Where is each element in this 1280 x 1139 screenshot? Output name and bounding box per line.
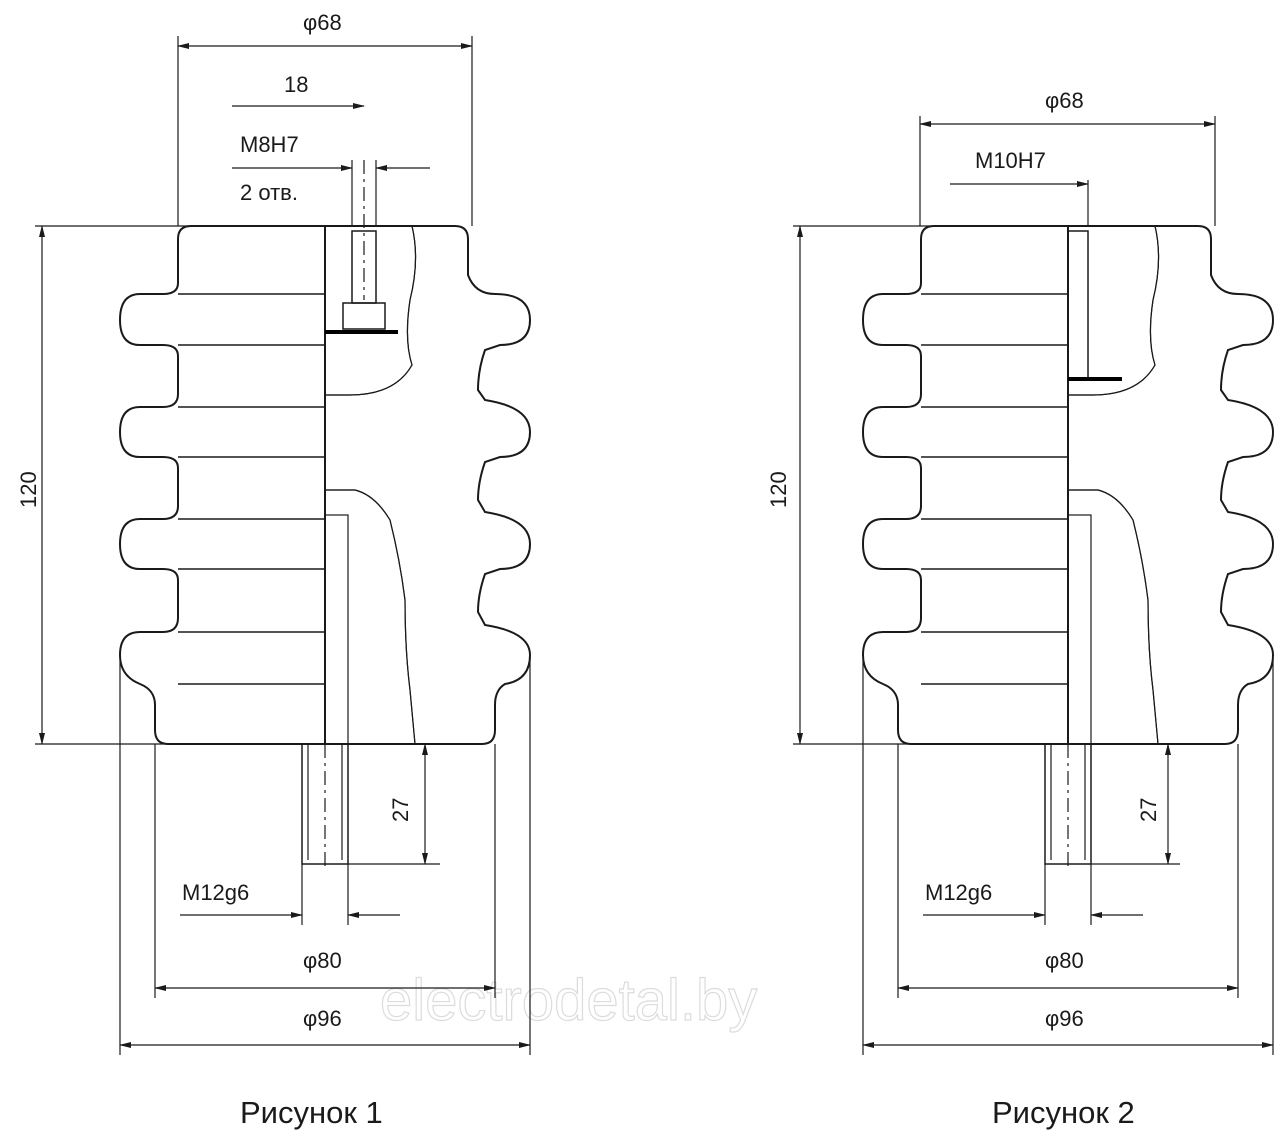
dim-stud-thread-1: M12g6 xyxy=(182,880,249,905)
dim-base-diameter-1: φ80 xyxy=(303,948,342,973)
dim-stud-length-1: 27 xyxy=(388,798,413,822)
dim-height-1: 120 xyxy=(16,471,41,508)
figure-caption-2: Рисунок 2 xyxy=(992,1095,1135,1130)
dim-stud-thread-2: M12g6 xyxy=(925,880,992,905)
dim-top-diameter-1: φ68 xyxy=(303,10,342,35)
figure-2: φ68 M10H7 120 27 M12g6 φ80 φ96 Рисунок 2 xyxy=(766,88,1274,1130)
dim-height-2: 120 xyxy=(766,471,791,508)
dim-holes-count: 2 отв. xyxy=(240,180,298,205)
figure-1: φ68 18 M8H7 2 отв. 120 27 M12g6 φ80 xyxy=(16,10,531,1130)
dim-base-diameter-2: φ80 xyxy=(1045,948,1084,973)
dim-thread-top-1: M8H7 xyxy=(240,132,299,157)
dim-hole-offset: 18 xyxy=(284,72,308,97)
figure-caption-1: Рисунок 1 xyxy=(240,1095,383,1130)
watermark: electrodetal.by xyxy=(380,968,757,1033)
dim-thread-top-2: M10H7 xyxy=(975,148,1046,173)
dim-outer-diameter-1: φ96 xyxy=(303,1006,342,1031)
dim-stud-length-2: 27 xyxy=(1136,798,1161,822)
dim-outer-diameter-2: φ96 xyxy=(1045,1006,1084,1031)
dim-top-diameter-2: φ68 xyxy=(1045,88,1084,113)
